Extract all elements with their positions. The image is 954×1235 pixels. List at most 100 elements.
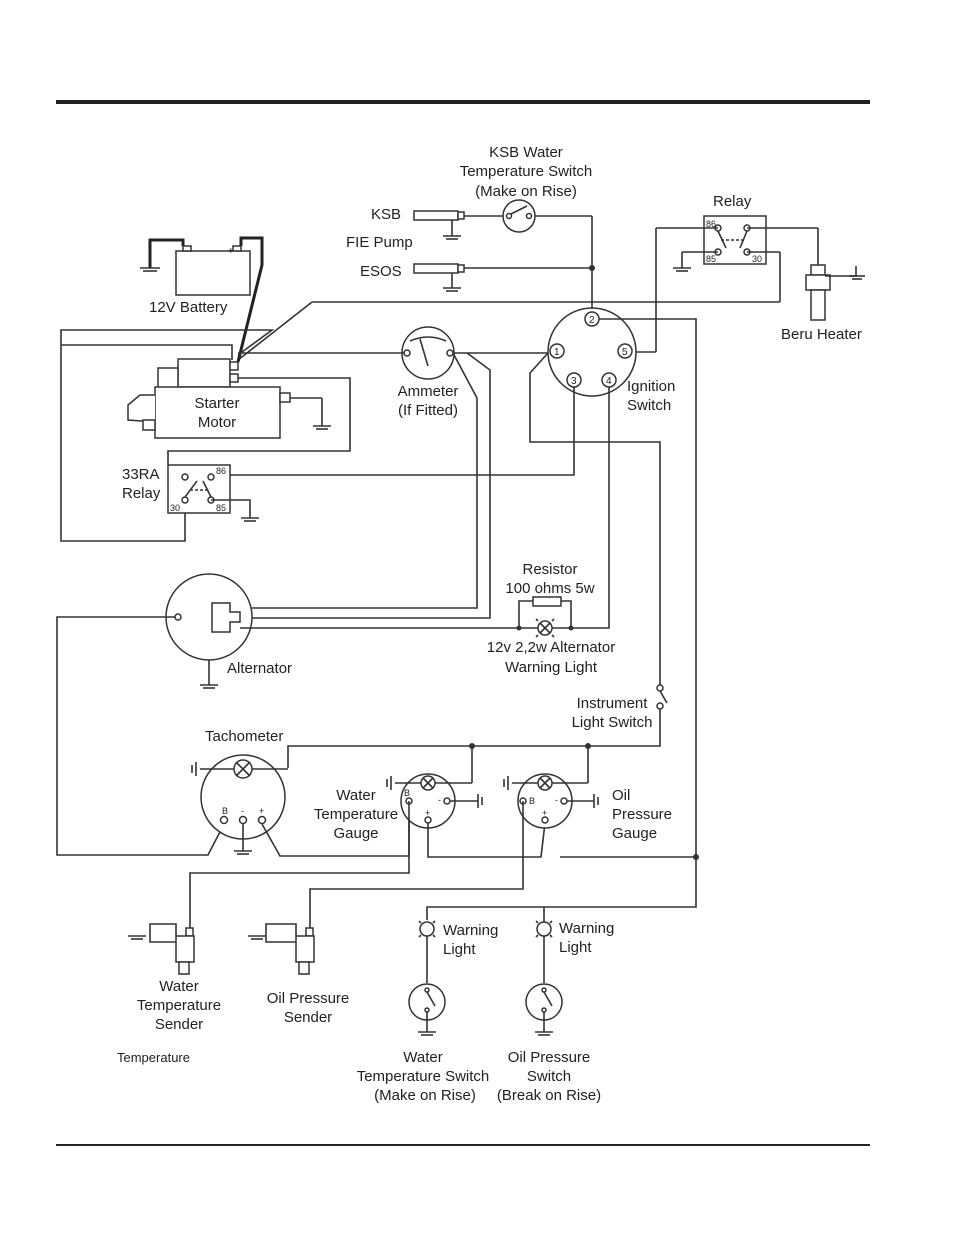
alternator-label: Alternator: [227, 660, 292, 677]
beru-heater: Beru Heater: [781, 264, 865, 343]
wts-label-3: Sender: [155, 1016, 203, 1033]
alt-light-label-1: 12v 2,2w Alternator: [487, 639, 615, 656]
ign-terminal-5: 5: [622, 347, 628, 358]
alt-light-label-2: Warning Light: [505, 659, 598, 676]
starter-label-2: Motor: [198, 414, 236, 431]
relay33-label-2: Relay: [122, 485, 161, 502]
ign-terminal-4: 4: [606, 376, 612, 387]
opg-label-1: Oil: [612, 787, 630, 804]
ksb-switch-label-1: KSB Water: [489, 144, 563, 161]
opsw-label-2: Switch: [527, 1068, 571, 1085]
ops-label-1: Oil Pressure: [267, 990, 350, 1007]
svg-text:Ammeter(If Fitted): Ammeter (If Fitted): [398, 383, 459, 419]
ign-terminal-3: 3: [571, 376, 577, 387]
ammeter-label-2: (If Fitted): [398, 402, 458, 419]
ign-terminal-1: 1: [554, 347, 560, 358]
wtg-label-2: Temperature: [314, 806, 398, 823]
ksb-label: KSB: [371, 206, 401, 223]
battery-pos: +: [228, 246, 234, 257]
wl1-label-2: Light: [443, 941, 476, 958]
wtg-label-3: Gauge: [333, 825, 378, 842]
wl2-label-2: Light: [559, 939, 592, 956]
ammeter: Ammeter (If Fitted): [398, 326, 459, 419]
opsw-label-1: Oil Pressure: [508, 1049, 591, 1066]
wtg-minus: -: [438, 795, 441, 805]
esos-label: ESOS: [360, 263, 402, 280]
wtg-b: B: [404, 788, 410, 798]
relay33-85: 85: [216, 503, 226, 513]
alternator: Alternator: [165, 573, 292, 689]
ammeter-label-1: Ammeter: [398, 383, 459, 400]
wtsw-label-2: Temperature Switch: [357, 1068, 490, 1085]
instr-switch-label-1: Instrument: [577, 695, 649, 712]
ksb-switch-label-2: Temperature Switch: [460, 163, 593, 180]
wtsw-label-3: (Make on Rise): [374, 1087, 476, 1104]
relay-30: 30: [752, 254, 762, 264]
fie-pump-label: FIE Pump: [346, 234, 413, 251]
esos-solenoid: ESOS: [360, 263, 465, 292]
tach-minus: -: [241, 806, 244, 816]
tach-plus: +: [259, 806, 264, 816]
wl2-label-1: Warning: [559, 920, 614, 937]
relay-label: Relay: [713, 193, 752, 210]
resistor: Resistor 100 ohms 5w: [505, 561, 595, 628]
ign-terminal-2: 2: [589, 315, 595, 326]
ksb-solenoid: KSB: [371, 206, 465, 240]
ops-label-2: Sender: [284, 1009, 332, 1026]
starter-label-1: Starter: [194, 395, 239, 412]
opg-plus: +: [542, 808, 547, 818]
ignition-label-1: Ignition: [627, 378, 675, 395]
battery-neg: -: [189, 246, 192, 257]
ignition-label-2: Switch: [627, 397, 671, 414]
wtsw-label-1: Water: [403, 1049, 442, 1066]
wts-label-1: Water: [159, 978, 198, 995]
opg-b: B: [529, 796, 535, 806]
wtg-plus: +: [425, 808, 430, 818]
ksb-switch-label-3: (Make on Rise): [475, 183, 577, 200]
battery-label: 12V Battery: [149, 299, 228, 316]
instr-switch-label-2: Light Switch: [572, 714, 653, 731]
opg-label-2: Pressure: [612, 806, 672, 823]
relay-86: 86: [706, 219, 716, 229]
opsw-label-3: (Break on Rise): [497, 1087, 601, 1104]
battery: - + 12V Battery: [149, 245, 251, 316]
opg-minus: -: [555, 795, 558, 805]
resistor-label-1: Resistor: [522, 561, 577, 578]
wl1-label-1: Warning: [443, 922, 498, 939]
tach-b: B: [222, 806, 228, 816]
resistor-label-2: 100 ohms 5w: [505, 580, 594, 597]
relay33-86: 86: [216, 466, 226, 476]
tachometer-label: Tachometer: [205, 728, 283, 745]
tachometer: B - + Tachometer: [191, 728, 288, 855]
relay33-label-1: 33RA: [122, 466, 160, 483]
beru-heater-label: Beru Heater: [781, 326, 862, 343]
opg-label-3: Gauge: [612, 825, 657, 842]
